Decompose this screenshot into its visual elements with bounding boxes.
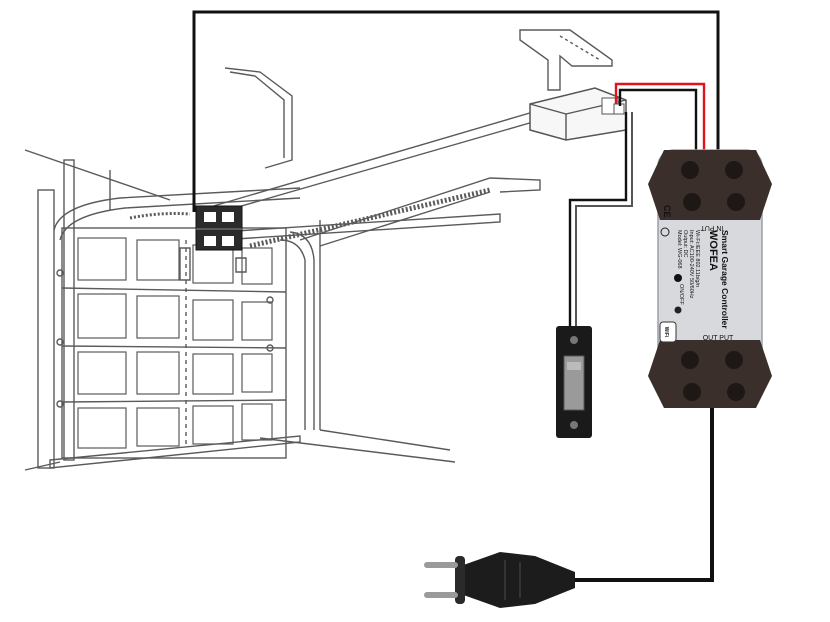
controller-spec-output: Output: DC [682,230,688,258]
status-led-icon [674,306,682,314]
wall-button-icon [556,326,592,438]
controller-brand: WOFEA [707,230,719,271]
ce-recycle-icon [660,227,670,237]
svg-text:WiFi: WiFi [663,327,669,338]
wall-terminal-icon [195,205,243,251]
controller-product-name: Smart Garage Controller [720,230,730,329]
controller-spec-input: Input: AC100-240V 50/60Hz [688,230,694,299]
controller-spec-wifi: Wi-Fi:IEEE 802.11b/g/n [694,230,700,287]
controller-spec-model: Model: WG-068 [676,230,682,269]
output-label: OUT PUT [703,335,734,342]
wiring [192,10,720,582]
ce-mark: CE [662,205,672,218]
on-off-button[interactable] [674,274,682,282]
on-off-label: ON/OFF [678,284,684,305]
garage-door-icon [24,29,613,471]
opener-motor-icon [529,87,627,141]
wifi-badge-icon: WiFi [659,321,677,343]
eu-plug-icon [424,552,575,608]
smart-garage-controller: WOFEA Smart Garage Controller Wi-Fi:IEEE… [648,149,772,408]
input-label: IN PUT [700,224,724,231]
